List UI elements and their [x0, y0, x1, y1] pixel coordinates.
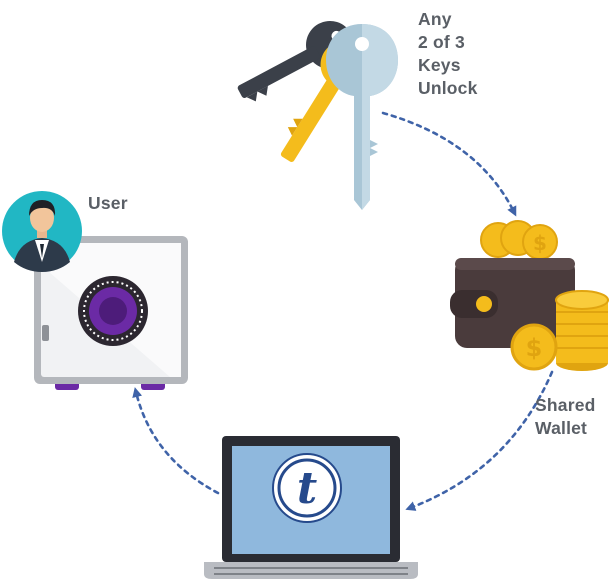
- arrow-laptop-to-safe: [132, 387, 220, 495]
- laptop-icon: [204, 436, 418, 579]
- arrow-keys-to-wallet: [381, 111, 517, 217]
- key-icon: [237, 21, 398, 210]
- wallet-icon: $: [450, 220, 575, 348]
- user-label: User: [88, 193, 128, 213]
- arrow-wallet-to-laptop: [405, 370, 554, 511]
- keys-label-line: Any: [418, 9, 452, 29]
- flow-arrows: [132, 111, 554, 511]
- keys-label-line: 2 of 3: [418, 32, 465, 52]
- coin-stack-icon: $: [510, 290, 609, 371]
- svg-text:$: $: [533, 231, 547, 255]
- shared-wallet-label: Shared Wallet: [535, 394, 596, 440]
- svg-text:$: $: [526, 334, 543, 362]
- user-avatar-icon: [2, 191, 82, 272]
- keys-label-line: Keys: [418, 55, 461, 75]
- keys-unlock-label: Any 2 of 3 Keys Unlock: [418, 8, 478, 100]
- wallet-label-line: Shared: [535, 395, 596, 415]
- safe-icon: [34, 236, 188, 390]
- laptop-logo-letter: t: [297, 463, 317, 514]
- wallet-label-line: Wallet: [535, 418, 588, 438]
- keys-label-line: Unlock: [418, 78, 478, 98]
